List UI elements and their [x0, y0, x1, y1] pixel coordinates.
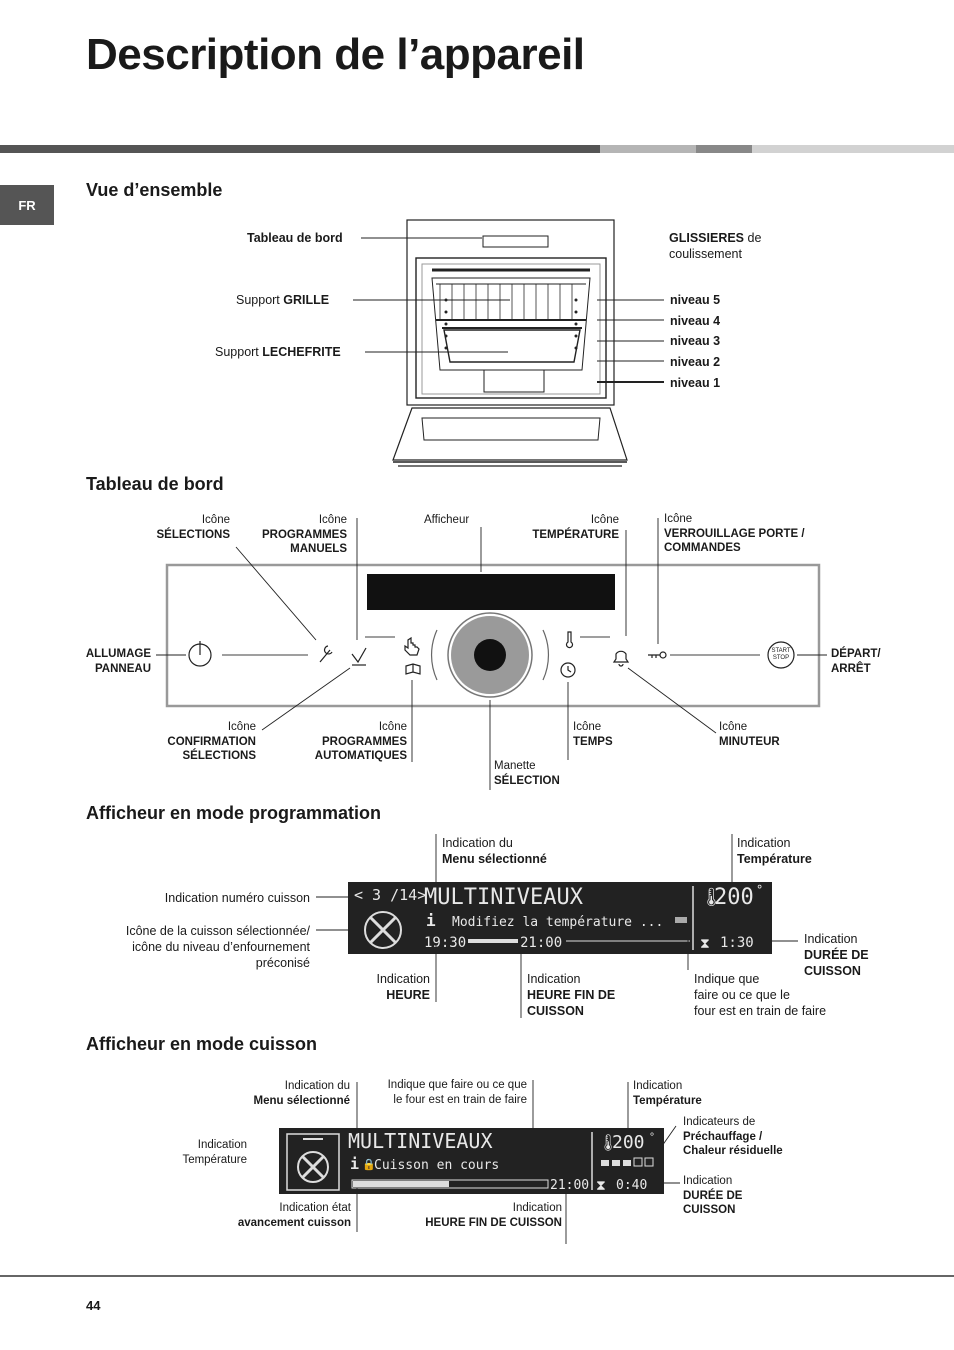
lcd-cook-degree-symbol: ° — [649, 1132, 655, 1143]
start-stop-button[interactable]: START STOP — [768, 648, 794, 662]
lcd-time-end: 21:00 — [520, 935, 562, 951]
label-tableau-de-bord: Tableau de bord — [247, 231, 343, 245]
cook-info-icon: i — [350, 1155, 359, 1173]
label-niveau-2: niveau 2 — [670, 355, 721, 369]
label-niveau-3: niveau 3 — [670, 334, 721, 348]
section-heading-control-panel: Tableau de bord — [86, 474, 224, 494]
page-number: 44 — [86, 1298, 101, 1313]
page-title: Description de l’appareil — [86, 30, 585, 79]
start-label: START — [771, 648, 791, 654]
label-prog-numero: Indication numéro cuisson — [164, 891, 310, 905]
lcd-degree-symbol: ° — [756, 883, 763, 897]
lcd-cook-temperature: 200 — [612, 1132, 645, 1153]
label-niveau-1: niveau 1 — [670, 376, 721, 390]
header-bar-dark — [0, 145, 600, 153]
label-support-lechefrite: Support LECHEFRITE — [215, 345, 341, 359]
lcd-cook-time-end: 21:00 — [550, 1178, 589, 1193]
header-bar-light — [600, 145, 696, 153]
thermometer-icon: 🌡 — [700, 887, 723, 908]
section-heading-overview: Vue d’ensemble — [86, 180, 223, 200]
label-prog-icone: Icône de la cuisson sélectionnée/icône d… — [125, 924, 310, 970]
cook-hourglass-icon: ⧗ — [596, 1178, 606, 1194]
lcd-duration: 1:30 — [720, 935, 754, 951]
control-panel-illustration — [156, 518, 827, 790]
header-bar-mid — [696, 145, 752, 153]
lcd-menu-name: MULTINIVEAUX — [424, 885, 584, 910]
oven-illustration — [392, 219, 628, 467]
lcd-cooking: MULTINIVEAUX 200 ° 🌡 i 🔒 Cuisson en cour… — [279, 1128, 664, 1194]
label-niveau-5: niveau 5 — [670, 293, 721, 307]
label-afficheur: Afficheur — [424, 514, 470, 526]
lcd-message: Modifiez la température ... — [452, 915, 663, 930]
lcd-time-start: 19:30 — [424, 935, 466, 951]
section-heading-display-cooking: Afficheur en mode cuisson — [86, 1034, 318, 1054]
lcd-temperature: 200 — [714, 885, 754, 910]
stop-label: STOP — [772, 655, 790, 661]
label-niveau-4: niveau 4 — [670, 314, 721, 328]
lcd-cook-menu-name: MULTINIVEAUX — [348, 1129, 493, 1153]
section-heading-display-programming: Afficheur en mode programmation — [86, 803, 382, 823]
lcd-programming: < 3 /14> MULTINIVEAUX 200 ° 🌡 i Modifiez… — [348, 882, 772, 954]
label-depart-arret: DÉPART/ARRÊT — [831, 648, 881, 675]
lcd-cook-message: Cuisson en cours — [374, 1158, 499, 1173]
language-tab: FR — [0, 185, 54, 225]
hourglass-icon: ⧗ — [700, 936, 710, 952]
header-bar-pale — [752, 145, 954, 153]
lcd-counter: < 3 /14> — [354, 886, 426, 904]
lock-icon: 🔒 — [362, 1158, 376, 1171]
info-icon: i — [426, 911, 436, 930]
label-support-grille: Support GRILLE — [236, 293, 330, 307]
cook-thermometer-icon: 🌡 — [598, 1133, 618, 1152]
lcd-cook-duration: 0:40 — [616, 1178, 647, 1193]
